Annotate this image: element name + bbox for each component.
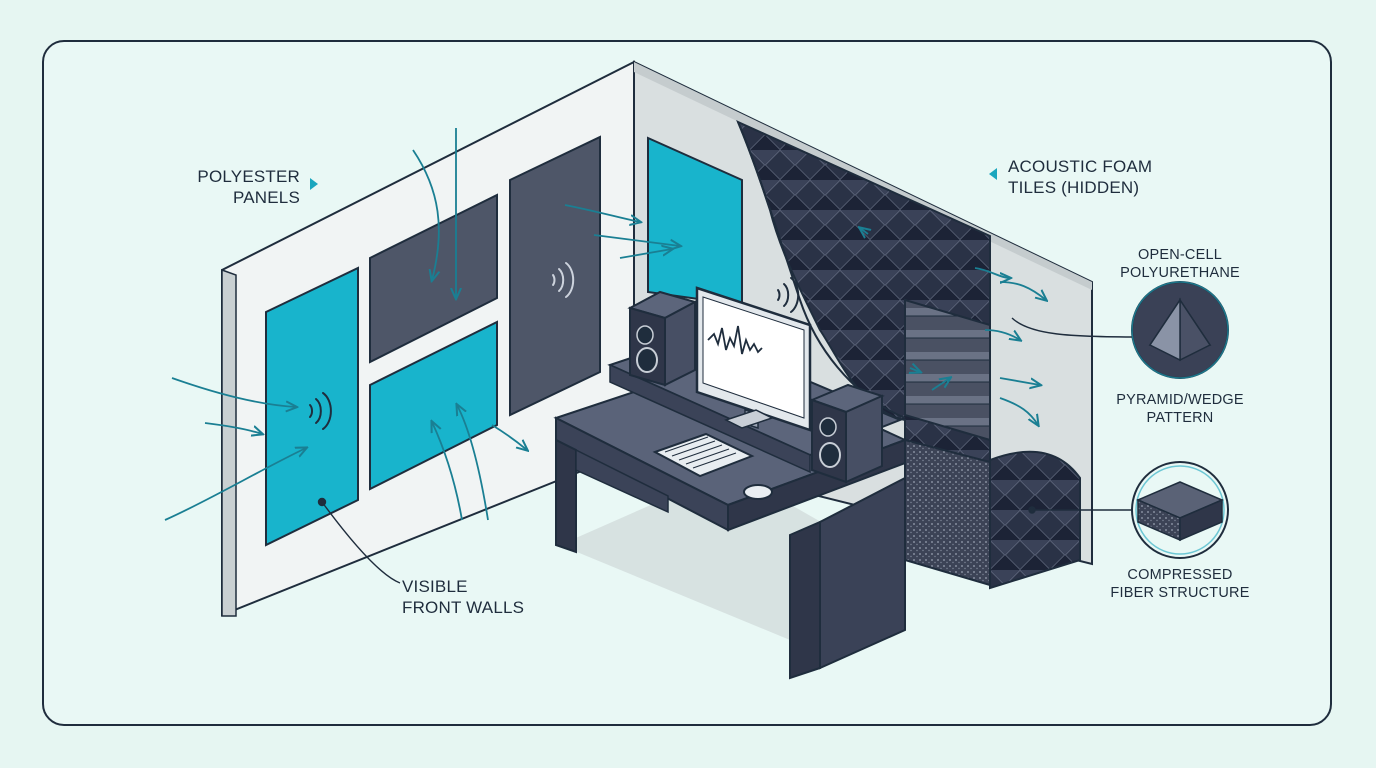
pointer-triangle-icon — [310, 178, 318, 190]
callout-lines — [317, 317, 1141, 584]
label-visible-front-walls: VISIBLE FRONT WALLS — [402, 577, 525, 617]
keyboard-icon — [652, 432, 755, 478]
fiber-tiles — [904, 438, 991, 587]
teal-panel-mid — [369, 320, 498, 491]
fiber-detail-circle — [1131, 461, 1229, 559]
sound-wave-icon — [777, 277, 800, 313]
label-pyramid-wedge-pattern: PYRAMID/WEDGE PATTERN — [1116, 392, 1244, 426]
pointer-triangle-icon — [989, 168, 997, 180]
label-compressed-fiber-structure: COMPRESSED FIBER STRUCTURE — [1110, 567, 1250, 601]
wedge-foam-tiles — [904, 298, 991, 442]
dark-panel-tall — [509, 135, 601, 417]
sound-arrows — [164, 128, 1046, 521]
monitor-icon — [695, 286, 812, 432]
sound-wave-icon — [309, 392, 332, 430]
pyramid-detail-circle — [1131, 281, 1229, 379]
speaker-icon — [809, 383, 885, 484]
sound-wave-icon — [552, 262, 575, 298]
label-open-cell-polyurethane: OPEN-CELL POLYURETHANE — [1120, 247, 1240, 281]
label-polyester-panels: POLYESTER PANELS — [197, 167, 300, 207]
speaker-icon — [627, 290, 698, 387]
mouse-icon — [743, 484, 773, 500]
label-acoustic-foam-tiles: ACOUSTIC FOAM TILES (HIDDEN) — [1008, 157, 1153, 197]
